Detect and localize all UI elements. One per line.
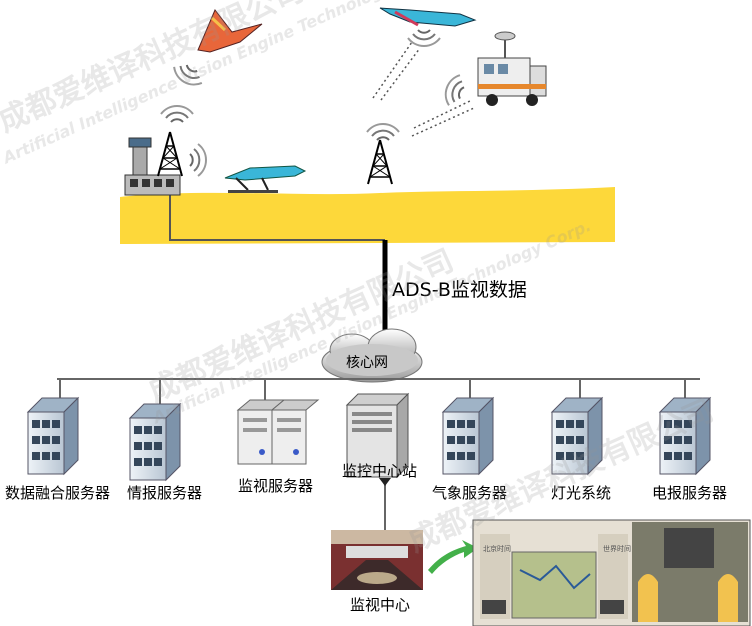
surveillance-vehicle-icon [477,31,547,106]
ground-aircraft-icon [224,165,307,193]
monitoring-station-label: 监控中心站 [342,462,418,480]
weather-server-icon [442,397,494,475]
data-fusion-server-label: 数据融合服务器 [5,484,111,502]
monitoring-center-label: 监视中心 [350,596,411,614]
ground-link-line [169,190,385,241]
lighting-system-icon [551,397,603,475]
ads-b-link-label: ADS-B监视数据 [392,279,527,301]
monitoring-station-server-icon [345,392,410,479]
data-fusion-server-icon [27,397,79,475]
ads-b-ground-station-tower-icon [367,139,393,185]
signal-waves-icon [440,71,469,110]
signal-waves-icon [407,29,441,47]
signal-waves-icon [169,59,207,91]
lighting-system-label: 灯光系统 [551,484,612,502]
signal-waves-icon [160,105,194,123]
core-network-cloud-icon [321,328,423,383]
telegraph-server-label: 电报服务器 [652,484,728,502]
airport-ground [120,187,615,244]
colorful-aircraft-icon [197,9,263,53]
wireless-link-arrows [372,41,475,137]
core-network-label: 核心网 [346,355,388,371]
business-jet-icon [379,7,477,27]
monitoring-display-panel [472,519,751,626]
display-arrow-icon [428,540,478,574]
bus-drops [59,379,686,405]
intelligence-server-icon [129,403,181,481]
monitoring-center-photo [331,530,423,590]
intelligence-server-label: 情报服务器 [127,484,203,502]
airport-antenna-tower-icon [157,131,183,177]
down-arrow-icon [379,478,391,486]
airport-terminal-icon [124,137,181,196]
weather-server-label: 气象服务器 [432,484,508,502]
telegraph-server-icon [659,397,711,475]
screen-label-right: 世界时间 [603,545,631,553]
signal-waves-icon [189,143,207,177]
screen-label-left: 北京时间 [483,545,511,553]
signal-waves-icon [366,123,400,141]
monitor-servers-icon [236,399,320,465]
monitor-server-label: 监视服务器 [238,477,314,495]
